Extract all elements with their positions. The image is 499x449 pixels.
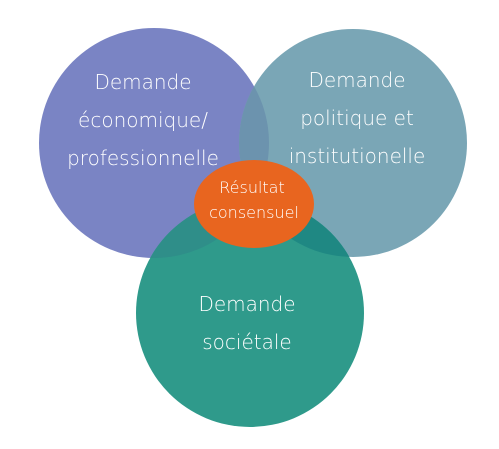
consensus-label: Résultat consensuel	[209, 178, 299, 222]
societal-demand-circle	[136, 199, 364, 427]
political-label-line-2: politique et	[300, 106, 414, 130]
consensus-ellipse	[194, 160, 314, 248]
economic-label-line-1: Demande	[94, 70, 191, 94]
societal-label-line-2: sociétale	[202, 330, 291, 354]
economic-label-line-2: économique/	[78, 108, 208, 132]
consensus-label-line-2: consensuel	[209, 203, 299, 222]
economic-demand-label: Demande économique/ professionnelle	[67, 70, 219, 170]
consensus-label-line-1: Résultat	[219, 178, 285, 197]
political-label-line-3: institutionelle	[289, 144, 426, 168]
political-label-line-1: Demande	[308, 68, 405, 92]
societal-label-line-1: Demande	[198, 292, 295, 316]
political-demand-label: Demande politique et institutionelle	[289, 68, 426, 168]
economic-label-line-3: professionnelle	[67, 146, 219, 170]
societal-demand-label: Demande sociétale	[198, 292, 295, 354]
